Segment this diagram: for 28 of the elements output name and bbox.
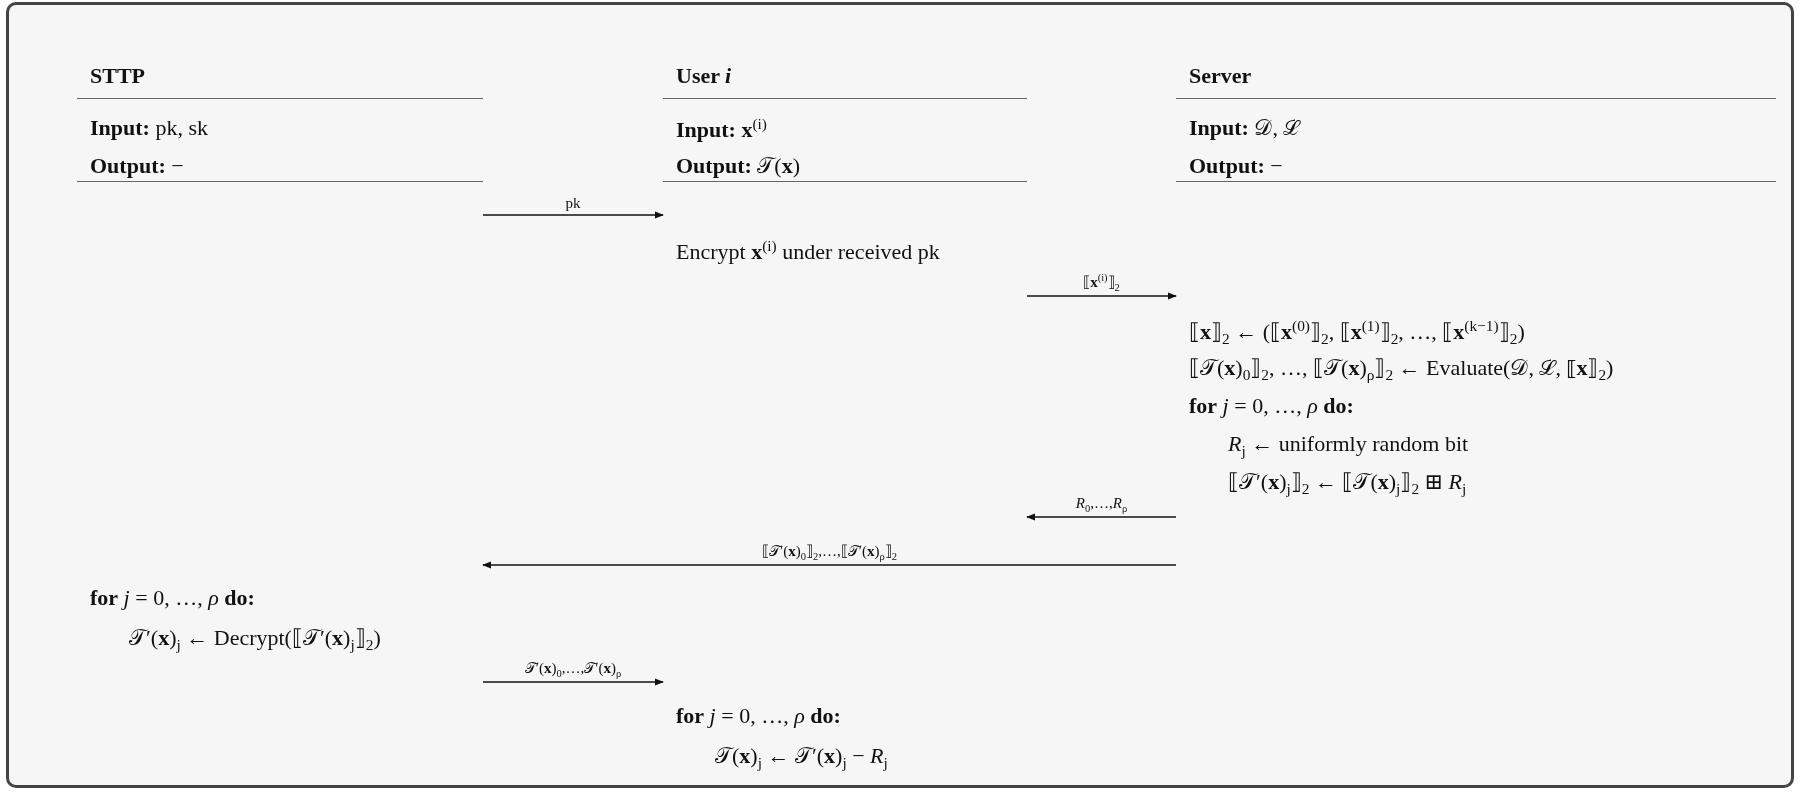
step-text: ⟦x⟧$_{2}$ ← (⟦x$^{(0)}$⟧$_{2}$, ⟦x$^{(1)}$⟧$_{2}$, …, ⟦x$^{(k−1)}$⟧$_{2}$) (1189, 317, 1525, 349)
arrow (1026, 292, 1177, 300)
input-line: Input: 𝒟, ℒ (1189, 115, 1300, 141)
arrow (482, 211, 664, 219)
output-line: Output: 𝒯(x) (676, 153, 800, 179)
step-text: 𝒯(x)$_{j}$ ← 𝒯′(x)$_{j}$ − R$_{j}$ (715, 743, 888, 773)
step-text: 𝒯′(x)$_{j}$ ← Decrypt(⟦𝒯′(x)$_{j}$⟧$_{2}$) (129, 625, 381, 655)
edge-label: pk (563, 195, 583, 212)
arrow (482, 678, 664, 686)
step-text: ⟦𝒯′(x)$_{j}$⟧$_{2}$ ← ⟦𝒯(x)$_{j}$⟧$_{2}$ ⊞ R$_{j}$ (1228, 469, 1467, 499)
edge-label: R$_{0}$,…,R$_{ρ}$ (1073, 495, 1130, 514)
output-line: Output: − (1189, 153, 1283, 179)
step-text: for j = 0, …, ρ do: (90, 585, 255, 611)
party-heading: Server (1189, 63, 1252, 89)
party-heading: STTP (90, 63, 146, 89)
edge-label: ⟦x$^{(i)}$⟧$_{2}$ (1081, 272, 1122, 293)
step-text: R$_{j}$ ← uniformly random bit (1228, 431, 1469, 461)
arrow (1026, 513, 1177, 521)
step-text: for j = 0, …, ρ do: (676, 703, 841, 729)
step-text: for j = 0, …, ρ do: (1189, 393, 1354, 419)
step-text: ⟦𝒯(x)$_{0}$⟧$_{2}$, …, ⟦𝒯(x)$_{ρ}$⟧$_{2}$ ← Evaluate(𝒟, ℒ, ⟦x⟧$_{2}$) (1189, 355, 1614, 385)
input-line: Input: pk, sk (90, 115, 208, 141)
arrow (482, 561, 1177, 569)
edge-label: 𝒯′(x)$_{0}$,…,𝒯′(x)$_{ρ}$ (522, 660, 624, 679)
party-heading: User i (676, 63, 732, 89)
input-line: Input: x$^{(i)}$ (676, 115, 767, 144)
step-text: Encrypt x$^{(i)}$ under received pk (676, 237, 940, 266)
output-line: Output: − (90, 153, 184, 179)
